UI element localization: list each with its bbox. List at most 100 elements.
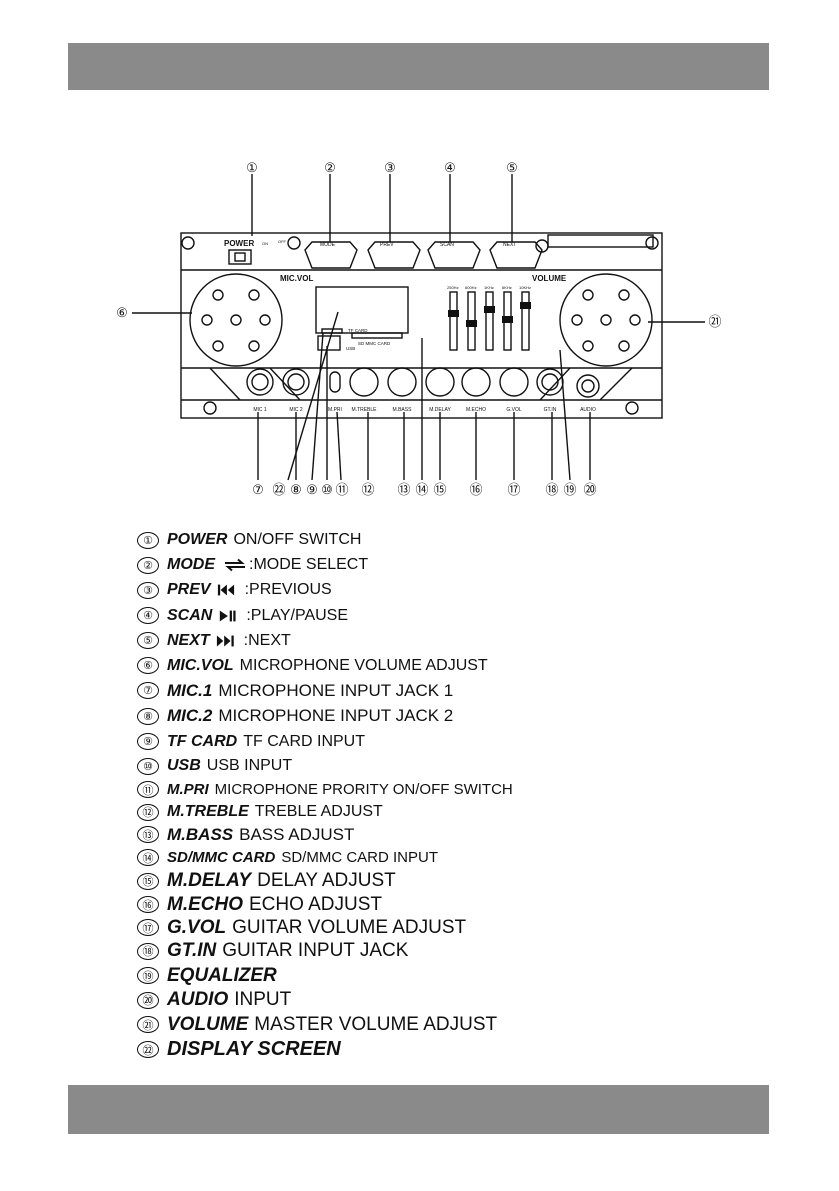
legend-number: ⑰ <box>137 919 159 936</box>
equalizer <box>449 291 530 351</box>
scan-label: SCAN <box>440 242 454 248</box>
usb-port <box>317 335 341 351</box>
legend-description: :PREVIOUS <box>244 581 332 598</box>
legend-keyword: M.TREBLE <box>167 803 249 820</box>
legend-description: USB INPUT <box>206 757 293 774</box>
mode-arrows-icon <box>221 558 245 572</box>
bottom-label: M.ECHO <box>466 407 486 413</box>
next-button-shape <box>489 241 543 269</box>
legend-number: ① <box>137 531 159 549</box>
legend-keyword: POWER <box>167 531 228 548</box>
eq-slider-knob <box>448 310 459 317</box>
mode-button-shape <box>304 241 358 269</box>
legend-number: ⑯ <box>137 896 159 913</box>
callout-15: ⑮ <box>433 482 446 497</box>
callout-18: ⑱ <box>545 482 558 497</box>
eq-slider-knob <box>466 320 477 327</box>
previous-icon <box>217 583 241 597</box>
scan-button-shape <box>427 241 481 269</box>
mode-label: MODE <box>320 242 336 248</box>
legend-number: ⑤ <box>137 632 159 649</box>
volume-label: VOLUME <box>532 274 567 283</box>
bottom-label: MIC 1 <box>253 407 267 413</box>
legend-keyword: AUDIO <box>167 989 229 1010</box>
legend-number: ㉒ <box>137 1041 159 1058</box>
usb-label: USB <box>346 346 355 351</box>
legend-item: ⑪ M.PRI MICROPHONE PRORITY ON/OFF SWITCH <box>137 778 757 801</box>
bottom-label: M.PRI <box>328 407 342 413</box>
legend-keyword: EQUALIZER <box>167 964 277 986</box>
legend-number: ⑩ <box>137 757 159 775</box>
off-label: OFF <box>278 239 287 244</box>
legend-keyword: MIC.2 <box>167 706 213 725</box>
legend-keyword: M.DELAY <box>167 870 252 891</box>
tf-card-label: TF CARD <box>348 328 368 333</box>
legend-number: ⑥ <box>137 657 159 674</box>
legend-keyword: MODE <box>167 556 215 573</box>
legend-number: ⑫ <box>137 803 159 821</box>
legend-description: BASS ADJUST <box>239 824 355 844</box>
bottom-label: G.VOL <box>506 407 522 413</box>
legend-keyword: G.VOL <box>167 916 227 938</box>
legend-keyword: M.PRI <box>167 781 209 798</box>
legend-description: DELAY ADJUST <box>257 870 396 891</box>
legend-number: ⑨ <box>137 733 159 750</box>
play-pause-icon <box>218 609 242 623</box>
legend-keyword: DISPLAY SCREEN <box>167 1038 341 1060</box>
callout-17: ⑰ <box>507 482 520 497</box>
callout-6: ⑥ <box>116 305 128 320</box>
legend-number: ⑳ <box>137 991 159 1009</box>
callout-2: ② <box>324 160 336 175</box>
legend-keyword: GT.IN <box>167 940 217 961</box>
callout-12: ⑫ <box>361 482 374 497</box>
callout-1: ① <box>246 160 258 175</box>
callout-4: ④ <box>444 160 456 175</box>
volume-knob <box>559 273 653 367</box>
legend-keyword: TF CARD <box>167 732 238 750</box>
legend-number: ⑪ <box>137 781 159 798</box>
callout-3: ③ <box>384 160 396 175</box>
legend-number: ⑮ <box>137 872 159 890</box>
legend-number: ㉑ <box>137 1016 159 1033</box>
legend-description: MASTER VOLUME ADJUST <box>254 1013 498 1035</box>
legend-description: SD/MMC CARD INPUT <box>281 849 438 866</box>
callout-20: ⑳ <box>583 482 596 497</box>
callout-11: ⑪ <box>335 482 348 497</box>
legend-keyword: SD/MMC CARD <box>167 849 276 866</box>
legend-description: GUITAR INPUT JACK <box>222 940 409 961</box>
legend-item: ⑨ TF CARD TF CARD INPUT <box>137 729 757 754</box>
eq-freq-label: 600Hz <box>465 285 477 290</box>
prev-label: PREV <box>380 242 394 248</box>
callout-5: ⑤ <box>506 160 518 175</box>
legend-number: ④ <box>137 607 159 624</box>
legend-description: MICROPHONE PRORITY ON/OFF SWITCH <box>214 781 513 798</box>
legend-description: ECHO ADJUST <box>249 893 383 915</box>
callout-21: ㉑ <box>708 314 721 329</box>
legend-description: TF CARD INPUT <box>243 732 365 750</box>
mic-vol-label: MIC.VOL <box>280 274 313 283</box>
callout-8: ⑧ <box>290 482 302 497</box>
callout-10: ⑩ <box>321 482 333 497</box>
eq-freq-label: 1KHz <box>484 285 494 290</box>
on-label: ON <box>262 241 268 246</box>
power-label: POWER <box>224 239 254 248</box>
legend-description: :MODE SELECT <box>249 556 369 573</box>
bottom-label: MIC 2 <box>289 407 303 413</box>
callout-14: ⑭ <box>415 482 428 497</box>
control-panel-diagram: POWER ON OFF MODE PREV SCAN NEXT MIC.VOL… <box>116 160 721 497</box>
legend-keyword: MIC.VOL <box>167 656 234 674</box>
legend-keyword: VOLUME <box>167 1013 249 1035</box>
